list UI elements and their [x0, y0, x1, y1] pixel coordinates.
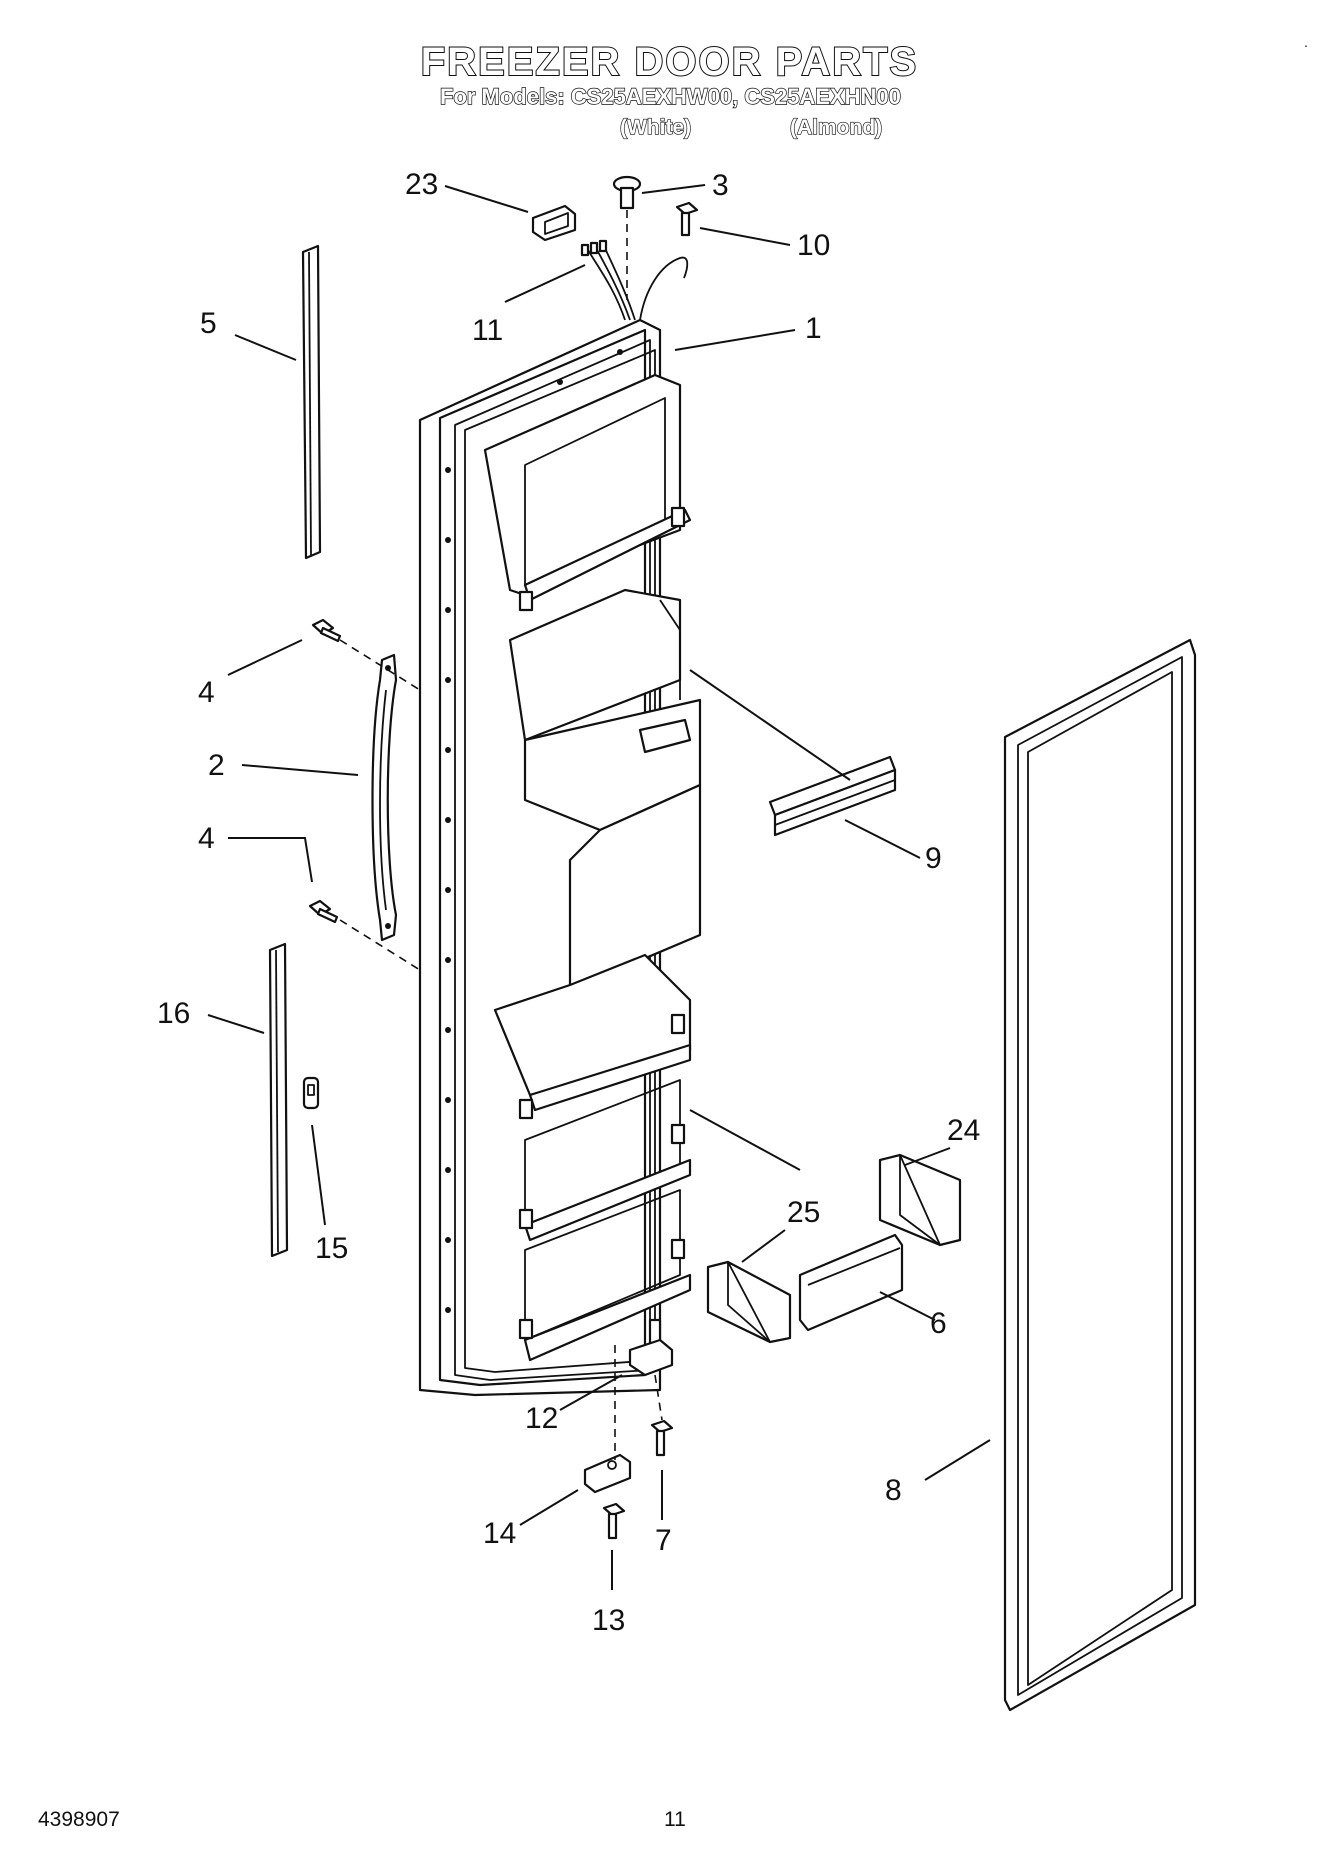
trim-strip-upper: [301, 244, 322, 560]
dispenser-housing: [508, 588, 702, 992]
variant-almond: (Almond): [789, 115, 883, 139]
callout-24: 24: [947, 1114, 980, 1147]
bin-trim: [798, 1233, 904, 1332]
top-screw: [675, 201, 699, 237]
lower-door-bins: [493, 953, 692, 1362]
page-number: 11: [664, 1808, 686, 1831]
handle-screw-upper: [311, 618, 342, 643]
corner-mark: .: [1304, 34, 1308, 50]
callout-2: 2: [208, 749, 225, 782]
callout-5: 5: [200, 307, 217, 340]
callout-13: 13: [592, 1604, 625, 1637]
variant-white: (White): [619, 115, 692, 139]
hinge-screw: [650, 1419, 674, 1457]
door-gasket: [1003, 638, 1197, 1712]
callout-numbers: 23 3 10 11 1 5 4 2 4 9 16 24 15 25 6 12 …: [157, 168, 980, 1637]
hinge-bracket: [583, 1453, 632, 1494]
callout-14: 14: [483, 1517, 516, 1550]
callout-9: 9: [925, 842, 942, 875]
callout-4-upper: 4: [198, 676, 215, 709]
page-title: FREEZER DOOR PARTS: [420, 39, 919, 85]
doc-number: 4398907: [38, 1808, 120, 1831]
freezer-door-panel: [418, 318, 662, 1397]
callout-10: 10: [797, 229, 830, 262]
callout-23: 23: [405, 168, 438, 201]
lower-hinge: [628, 1318, 674, 1377]
callout-15: 15: [315, 1232, 348, 1265]
door-handle: [371, 653, 398, 942]
callout-1: 1: [805, 312, 822, 345]
callout-6: 6: [930, 1307, 947, 1340]
callout-16: 16: [157, 997, 190, 1030]
callout-25: 25: [787, 1196, 820, 1229]
trim-strip-lower: [268, 942, 289, 1258]
trim-clip: [302, 1076, 320, 1110]
leader-lines: [207, 184, 991, 1590]
callout-12: 12: [525, 1402, 558, 1435]
callout-8: 8: [885, 1474, 902, 1507]
dispenser-rail: [768, 755, 897, 837]
handle-screw-lower: [308, 899, 339, 924]
callout-3: 3: [712, 169, 729, 202]
top-plug: [612, 175, 642, 210]
bracket-screw: [602, 1502, 626, 1540]
models-line: For Models: CS25AEXHW00, CS25AEXHN00: [439, 83, 901, 109]
wire-harness: [580, 239, 689, 321]
callout-4-lower: 4: [198, 822, 215, 855]
callout-7: 7: [655, 1524, 672, 1557]
wire-connector: [531, 204, 577, 242]
left-bin-end-cap: [706, 1260, 792, 1344]
callout-11: 11: [472, 314, 503, 347]
upper-door-bin: [483, 373, 692, 612]
right-bin-end-cap: [878, 1153, 962, 1247]
